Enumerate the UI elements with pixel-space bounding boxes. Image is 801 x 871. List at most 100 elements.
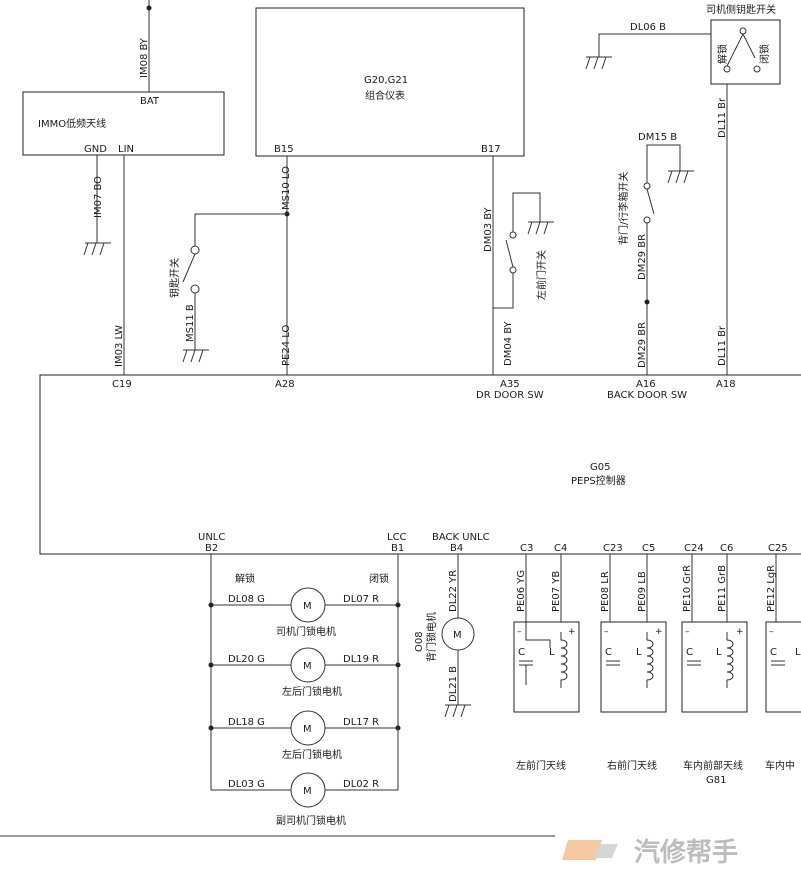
splice-dot (208, 662, 214, 668)
key-switch-lock: 闭锁 (758, 44, 771, 64)
antenna-plus: + (736, 627, 744, 637)
antenna-minus: – (685, 627, 690, 637)
unlock-label: 解锁 (235, 572, 255, 585)
peps-pin-b4: B4 (450, 543, 463, 554)
rear-door-switch-label: 背门/行李箱开关 (617, 172, 630, 245)
ground-symbol (667, 170, 694, 184)
antenna-c: C (686, 647, 693, 658)
motor-label-left-rear-2: 左后门锁电机 (282, 748, 342, 761)
watermark-logo-shape (594, 844, 618, 858)
wire-dl03: DL03 G (228, 779, 265, 790)
peps-pin-a28: A28 (275, 379, 295, 390)
wire-ms11: MS11 B (185, 304, 196, 342)
wire-pe08: PE08 LR (600, 571, 611, 612)
peps-pin-c19: C19 (112, 379, 132, 390)
peps-pin-c24: C24 (684, 543, 704, 554)
wire-dl02: DL02 R (343, 779, 379, 790)
watermark: 汽修帮手 (562, 837, 738, 868)
back-motor-title: 背门锁电机 (425, 612, 438, 662)
antenna-interior-front: PE10 GrR PE11 GrB – + C L 车内前部天线 G81 (681, 554, 748, 786)
motor-label-left-rear: 左后门锁电机 (282, 685, 342, 698)
immo-pin-gnd: GND (84, 144, 107, 155)
back-motor-m: M (453, 630, 462, 641)
ground-symbol (182, 349, 209, 363)
peps-lcc: LCC (387, 532, 407, 543)
antenna-l: L (549, 647, 555, 658)
immo-title: IMMO低频天线 (38, 117, 106, 130)
wire-dl06: DL06 B (630, 22, 666, 33)
ground-symbol (585, 56, 612, 70)
key-switch-label: 钥匙开关 (168, 258, 181, 298)
motor-m: M (303, 601, 312, 612)
peps-back-unlc: BACK UNLC (432, 532, 490, 543)
antenna-l: L (636, 647, 642, 658)
motor-m: M (303, 786, 312, 797)
peps-controller: C19 A28 A35 DR DOOR SW A16 BACK DOOR SW … (39, 374, 801, 555)
switch-contact (190, 284, 200, 294)
switch-contact (509, 231, 517, 239)
wire-pe07: PE07 YB (551, 571, 562, 612)
wire-im03: IM03 LW (114, 325, 125, 367)
antenna-c: C (518, 647, 525, 658)
wire-pe11: PE11 GrB (717, 565, 728, 612)
antenna-minus: – (604, 627, 609, 637)
wire-pe24: PE24 LO (281, 325, 292, 366)
motor-icon (441, 617, 475, 651)
peps-code: G05 (590, 462, 610, 473)
peps-pin-a35: A35 (500, 379, 520, 390)
wire-ms10: MS10 LO (281, 166, 292, 210)
wire-pe12: PE12 LgR (766, 565, 777, 612)
cluster-code: G20,G21 (364, 75, 408, 86)
switch-contact (739, 27, 747, 35)
peps-pin-a18: A18 (716, 379, 736, 390)
splice-dot (644, 299, 650, 305)
left-front-door-switch-label: 左前门开关 (535, 250, 548, 300)
ground-symbol (83, 242, 111, 256)
wire-dl18: DL18 G (228, 717, 265, 728)
motor-label-passenger: 副司机门锁电机 (276, 814, 346, 827)
door-lock-motors: 解锁 闭锁 M DL08 G DL07 R 司机门锁电机 M DL20 G DL… (208, 554, 401, 827)
lock-label: 闭锁 (369, 572, 389, 585)
wire-pe06: PE06 YG (516, 570, 527, 612)
antenna-plus: + (655, 627, 663, 637)
peps-pin-c3: C3 (520, 543, 533, 554)
peps-pin-c5: C5 (642, 543, 655, 554)
switch-contact (190, 245, 200, 255)
peps-pin-b1: B1 (391, 543, 404, 554)
switch-contact (643, 182, 651, 190)
wire-dl11-lower: DL11 Br (717, 325, 728, 366)
peps-pin-b2: B2 (205, 543, 218, 554)
antenna-plus: + (568, 627, 576, 637)
wire-im07: IM07 BO (93, 176, 104, 218)
instrument-cluster: G20,G21 组合仪表 B15 B17 (255, 7, 525, 157)
wire-pe10: PE10 GrR (682, 565, 693, 612)
cluster-pin-b17: B17 (481, 144, 501, 155)
key-switch-unlock: 解锁 (716, 44, 729, 64)
antenna-right-front: PE08 LR PE09 LB – + C L 右前门天线 (600, 554, 667, 772)
watermark-text: 汽修帮手 (634, 837, 738, 868)
antenna-left-front: PE06 YG PE07 YB – + C L 左前门天线 (513, 554, 580, 772)
back-door-lock-motor: M DL22 YR DL21 B O08 背门锁电机 (414, 554, 475, 718)
splice-dot (395, 662, 401, 668)
peps-pin-c4: C4 (554, 543, 567, 554)
wire-dm03: DM03 BY (483, 206, 494, 252)
splice-dot (146, 5, 152, 11)
cluster-title: 组合仪表 (365, 89, 405, 102)
wire-pe09: PE09 LB (637, 571, 648, 612)
switch-contact (753, 65, 761, 73)
wire-dl22: DL22 YR (448, 570, 459, 612)
back-motor-code: O08 (414, 631, 425, 652)
antenna-label-left-front: 左前门天线 (516, 759, 566, 772)
peps-pin-c23: C23 (603, 543, 623, 554)
cluster-pin-b15: B15 (274, 144, 294, 155)
switch-contact (723, 65, 731, 73)
motor-icon (290, 647, 326, 683)
wire-dl07: DL07 R (343, 594, 379, 605)
motor-icon (290, 587, 326, 623)
motor-label-driver: 司机门锁电机 (276, 625, 336, 638)
peps-dr-door-sw: DR DOOR SW (476, 390, 544, 401)
wire-im08: IM08 BY (139, 37, 150, 78)
antenna-minus: – (517, 627, 522, 637)
switch-contact (509, 266, 517, 274)
